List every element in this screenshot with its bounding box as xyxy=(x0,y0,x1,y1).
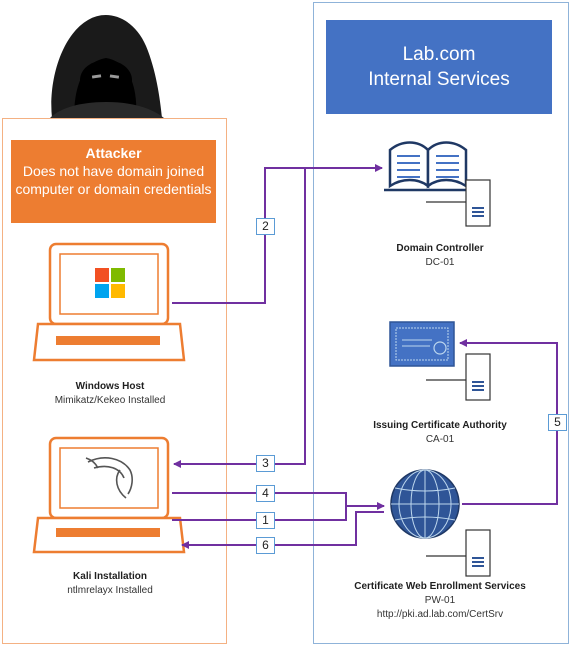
kali-dragon-icon xyxy=(85,457,133,499)
windows-laptop xyxy=(32,242,186,362)
dc-name: Domain Controller xyxy=(396,243,484,254)
web-id: PW-01 xyxy=(424,595,456,606)
lab-zone xyxy=(313,2,569,644)
kali-caption: Kali Installation ntlmrelayx Installed xyxy=(20,570,200,598)
server-icon xyxy=(426,353,491,401)
kali-laptop xyxy=(32,436,186,554)
ca-caption: Issuing Certificate Authority CA-01 xyxy=(340,419,540,447)
windows-host-detail: Mimikatz/Kekeo Installed xyxy=(54,395,166,406)
arrow-step-1 xyxy=(172,506,347,521)
dc-caption: Domain Controller DC-01 xyxy=(340,242,540,270)
dc-id: DC-01 xyxy=(425,257,455,268)
hooded-hacker-icon xyxy=(50,15,164,118)
web-name: Certificate Web Enrollment Services xyxy=(354,581,526,592)
step-badge-4: 4 xyxy=(256,485,275,502)
step-badge-6: 6 xyxy=(256,537,275,554)
book-icon xyxy=(384,141,472,192)
arrow-step-6 xyxy=(181,511,384,549)
ca-name: Issuing Certificate Authority xyxy=(373,420,507,431)
windows-host-name: Windows Host xyxy=(75,381,145,392)
arrow-step-4 xyxy=(172,492,385,510)
ca-id: CA-01 xyxy=(425,434,455,445)
arrow-step-2 xyxy=(172,164,383,304)
kali-name: Kali Installation xyxy=(73,571,147,582)
certificate-icon xyxy=(389,321,455,367)
attacker-zone xyxy=(2,118,227,644)
kali-detail: ntlmrelayx Installed xyxy=(67,585,153,596)
step-badge-3: 3 xyxy=(256,455,275,472)
step-badge-5: 5 xyxy=(548,414,567,431)
arrow-step-3 xyxy=(173,168,306,468)
attacker-title: Attacker Does not have domain joined com… xyxy=(11,140,216,223)
globe-icon xyxy=(390,469,460,539)
windows-host-caption: Windows Host Mimikatz/Kekeo Installed xyxy=(20,380,200,408)
step-badge-1: 1 xyxy=(256,512,275,529)
server-icon xyxy=(426,529,491,577)
windows-logo-icon xyxy=(95,268,125,298)
attacker-description: Does not have domain joined computer or … xyxy=(15,163,212,197)
lab-title-line1: Lab.com xyxy=(402,44,476,65)
lab-title: Lab.com Internal Services xyxy=(326,20,552,114)
web-caption: Certificate Web Enrollment Services PW-0… xyxy=(325,580,555,622)
server-icon xyxy=(426,179,491,227)
step-badge-2: 2 xyxy=(256,218,275,235)
web-url: http://pki.ad.lab.com/CertSrv xyxy=(376,609,504,620)
lab-title-line2: Internal Services xyxy=(368,69,510,90)
attacker-heading: Attacker xyxy=(85,145,142,161)
